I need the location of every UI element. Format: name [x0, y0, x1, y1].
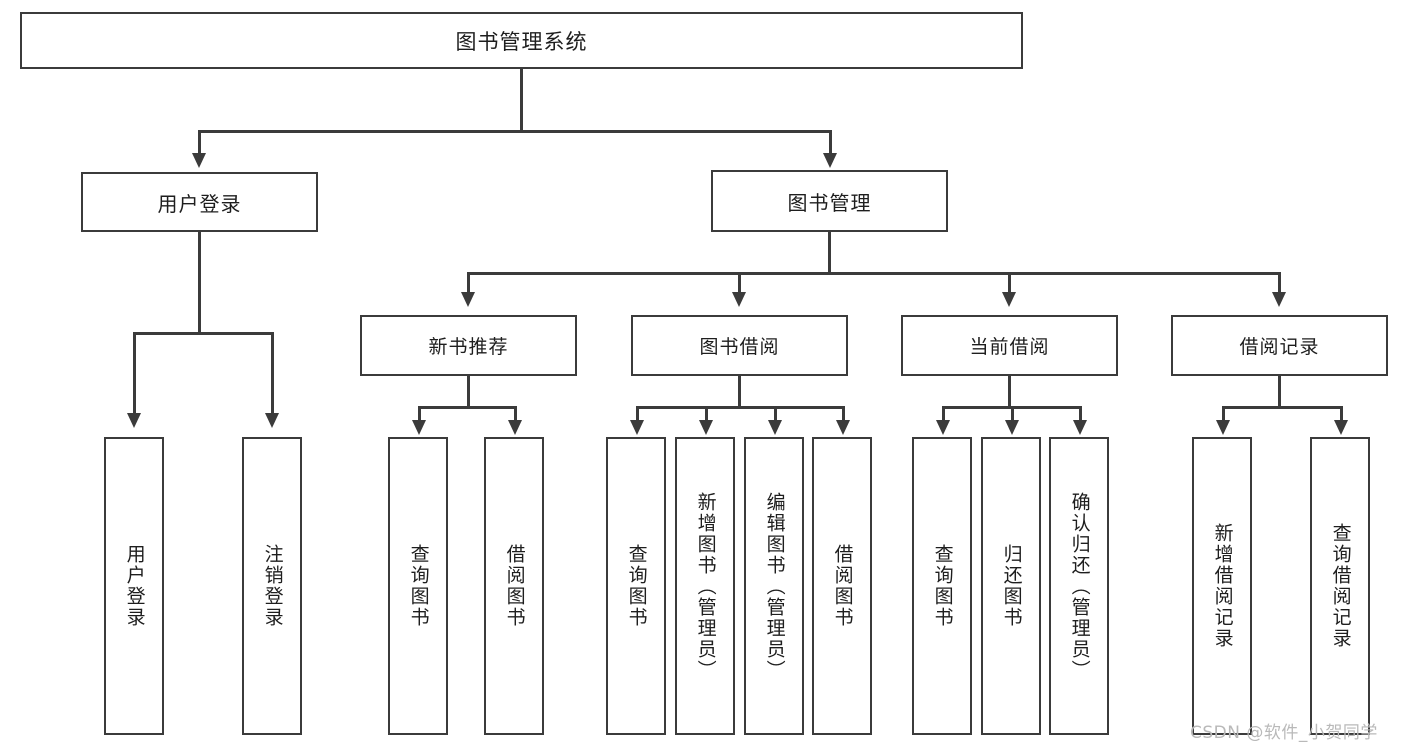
edge-borrow-record-bus	[1222, 406, 1342, 409]
node-label: 新书推荐	[428, 336, 509, 358]
node-book-borrow[interactable]: 图书借阅	[631, 315, 848, 376]
node-label: 查询借阅记录	[1329, 523, 1352, 649]
arrowhead-nb-leaf-0	[412, 420, 426, 435]
edge-root-stem	[520, 69, 523, 132]
node-user-login[interactable]: 用户登录	[81, 172, 318, 232]
node-current-borrow[interactable]: 当前借阅	[901, 315, 1118, 376]
edge-new-book-bus	[418, 406, 517, 409]
node-new-book-recommend[interactable]: 新书推荐	[360, 315, 577, 376]
node-label: 图书借阅	[699, 336, 780, 358]
edge-user-login-bus	[133, 332, 273, 335]
edge-root-to-book-management	[829, 130, 832, 155]
edge-user-login-stem	[198, 232, 201, 334]
node-label: 图书管理	[787, 190, 872, 215]
node-label: 归还图书	[1000, 544, 1023, 628]
edge-current-borrow-stem	[1008, 376, 1011, 408]
edge-bm-to-lvl2-3	[1278, 272, 1281, 294]
arrowhead-bm-lvl2-3	[1272, 292, 1286, 307]
edge-cb-to-leaf-1	[1011, 406, 1014, 422]
node-label: 新增借阅记录	[1211, 523, 1234, 649]
edge-book-management-bus	[467, 272, 1280, 275]
arrowhead-cb-leaf-2	[1073, 420, 1087, 435]
edge-borrow-record-stem	[1278, 376, 1281, 408]
node-label: 查询图书	[407, 544, 430, 628]
leaf-new-book-query-book[interactable]: 查询图书	[388, 437, 448, 735]
edge-bm-to-lvl2-1	[738, 272, 741, 294]
node-label: 用户登录	[157, 191, 242, 216]
edge-user-login-to-leaf-0	[133, 332, 136, 415]
arrowhead-br-leaf-1	[1334, 420, 1348, 435]
leaf-book-borrow-edit-book-admin[interactable]: 编辑图书（管理员）	[744, 437, 804, 735]
node-root-book-management-system[interactable]: 图书管理系统	[20, 12, 1023, 69]
edge-br-to-leaf-1	[1340, 406, 1343, 422]
node-label: 编辑图书（管理员）	[763, 491, 786, 681]
edge-user-login-to-leaf-1	[271, 332, 274, 415]
edge-root-bus	[198, 130, 832, 133]
leaf-book-borrow-query-book[interactable]: 查询图书	[606, 437, 666, 735]
arrowhead-bb-leaf-3	[836, 420, 850, 435]
leaf-current-borrow-query-book[interactable]: 查询图书	[912, 437, 972, 735]
leaf-current-borrow-confirm-return-admin[interactable]: 确认归还（管理员）	[1049, 437, 1109, 735]
arrowhead-bb-leaf-1	[699, 420, 713, 435]
edge-bb-to-leaf-0	[636, 406, 639, 422]
arrowhead-root-to-user-login	[192, 153, 206, 168]
edge-book-management-stem	[828, 232, 831, 274]
edge-new-book-stem	[467, 376, 470, 408]
leaf-book-borrow-add-book-admin[interactable]: 新增图书（管理员）	[675, 437, 735, 735]
node-label: 借阅图书	[503, 544, 526, 628]
node-book-management[interactable]: 图书管理	[711, 170, 948, 232]
node-label: 借阅记录	[1239, 336, 1320, 358]
node-label: 确认归还（管理员）	[1068, 491, 1091, 681]
arrowhead-cb-leaf-0	[936, 420, 950, 435]
edge-bb-to-leaf-2	[774, 406, 777, 422]
node-label: 查询图书	[931, 544, 954, 628]
leaf-user-login-logout[interactable]: 注销登录	[242, 437, 302, 735]
arrowhead-bm-lvl2-2	[1002, 292, 1016, 307]
node-label: 新增图书（管理员）	[694, 491, 717, 681]
node-borrow-record[interactable]: 借阅记录	[1171, 315, 1388, 376]
edge-nb-to-leaf-0	[418, 406, 421, 422]
csdn-watermark: CSDN @软件_小贺同学	[1190, 718, 1378, 743]
arrowhead-bm-lvl2-1	[732, 292, 746, 307]
arrowhead-user-login-leaf-0	[127, 413, 141, 428]
leaf-current-borrow-return-book[interactable]: 归还图书	[981, 437, 1041, 735]
edge-br-to-leaf-0	[1222, 406, 1225, 422]
node-label: 借阅图书	[831, 544, 854, 628]
node-label: 用户登录	[123, 544, 146, 628]
watermark-text: CSDN @软件_小贺同学	[1190, 723, 1378, 743]
leaf-book-borrow-borrow-book[interactable]: 借阅图书	[812, 437, 872, 735]
arrowhead-nb-leaf-1	[508, 420, 522, 435]
leaf-borrow-record-add-record[interactable]: 新增借阅记录	[1192, 437, 1252, 735]
leaf-user-login-login[interactable]: 用户登录	[104, 437, 164, 735]
node-label: 图书管理系统	[455, 29, 588, 54]
edge-cb-to-leaf-0	[942, 406, 945, 422]
edge-book-borrow-stem	[738, 376, 741, 408]
arrowhead-cb-leaf-1	[1005, 420, 1019, 435]
arrowhead-root-to-book-management	[823, 153, 837, 168]
edge-book-borrow-bus	[636, 406, 844, 409]
edge-bm-to-lvl2-2	[1008, 272, 1011, 294]
arrowhead-bm-lvl2-0	[461, 292, 475, 307]
edge-root-to-user-login	[198, 130, 201, 155]
edge-cb-to-leaf-2	[1079, 406, 1082, 422]
edge-bb-to-leaf-3	[842, 406, 845, 422]
leaf-borrow-record-query-record[interactable]: 查询借阅记录	[1310, 437, 1370, 735]
edge-bm-to-lvl2-0	[467, 272, 470, 294]
arrowhead-user-login-leaf-1	[265, 413, 279, 428]
leaf-new-book-borrow-book[interactable]: 借阅图书	[484, 437, 544, 735]
node-label: 注销登录	[261, 544, 284, 628]
arrowhead-br-leaf-0	[1216, 420, 1230, 435]
node-label: 查询图书	[625, 544, 648, 628]
node-label: 当前借阅	[969, 336, 1050, 358]
edge-nb-to-leaf-1	[514, 406, 517, 422]
arrowhead-bb-leaf-0	[630, 420, 644, 435]
edge-bb-to-leaf-1	[705, 406, 708, 422]
arrowhead-bb-leaf-2	[768, 420, 782, 435]
